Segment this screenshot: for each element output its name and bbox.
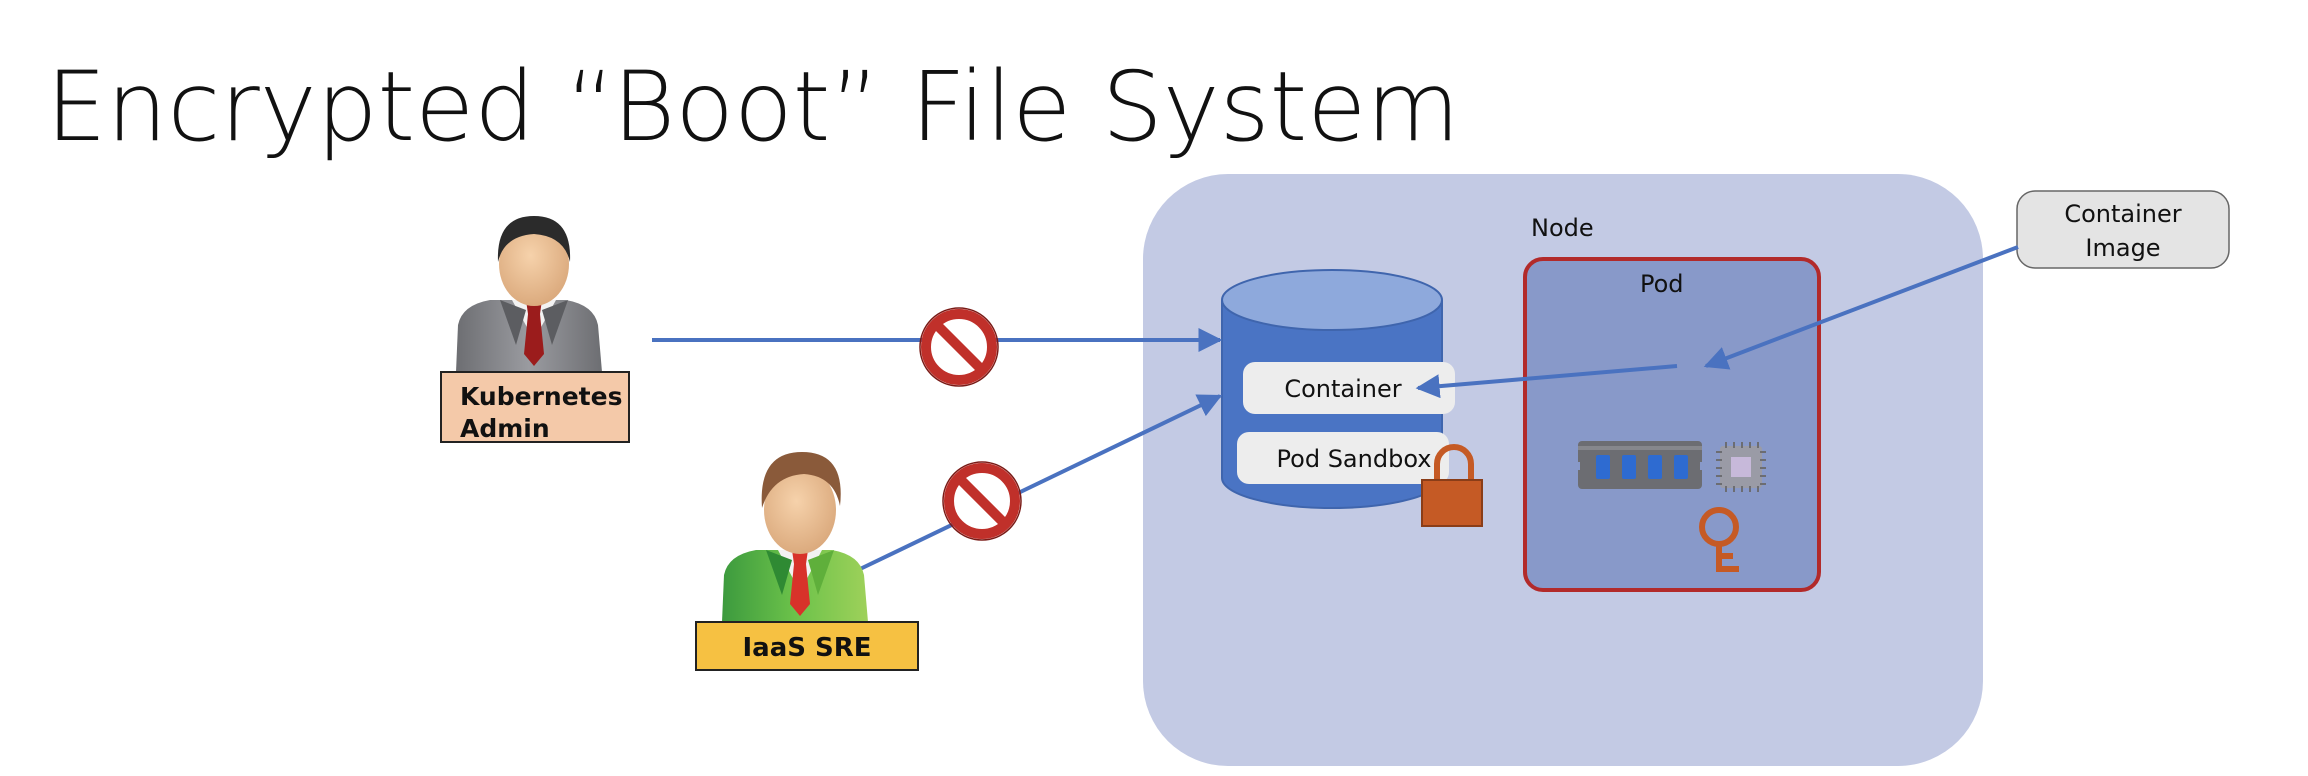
sre-label-box: IaaS SRE [695, 621, 919, 671]
no-entry-icon [942, 461, 1022, 541]
no-entry-icon [919, 307, 999, 387]
admin-label-line1: Kubernetes [460, 382, 622, 411]
person-icon [722, 452, 868, 622]
image-to-pod-arrow [1703, 245, 2019, 370]
person-icon [456, 216, 602, 372]
node-label: Node [1531, 214, 1594, 242]
cpu-chip-icon [1716, 442, 1766, 492]
pod-label: Pod [1640, 270, 1684, 298]
memory-module-icon [1574, 441, 1706, 489]
container-image-label-line2: Image [2085, 234, 2160, 262]
sre-to-storage-arrow [857, 394, 1223, 572]
admin-label-line2: Admin [460, 414, 550, 443]
admin-label-box: Kubernetes Admin [440, 371, 630, 443]
slide-title: Encrypted “Boot” File System [46, 51, 1460, 163]
sre-label: IaaS SRE [742, 633, 871, 663]
pod-to-container-arrow [1415, 364, 1678, 399]
container-image-label-line1: Container [2064, 200, 2181, 228]
container-image-box: Container Image [2016, 190, 2230, 269]
pod-sandbox-label: Pod Sandbox [1277, 445, 1432, 473]
container-label: Container [1284, 375, 1401, 403]
container-box: Container [1243, 362, 1455, 414]
key-icon [1699, 507, 1739, 572]
pod-sandbox-box: Pod Sandbox [1237, 432, 1449, 484]
padlock-icon [1421, 444, 1483, 527]
pod-box [1523, 257, 1821, 592]
